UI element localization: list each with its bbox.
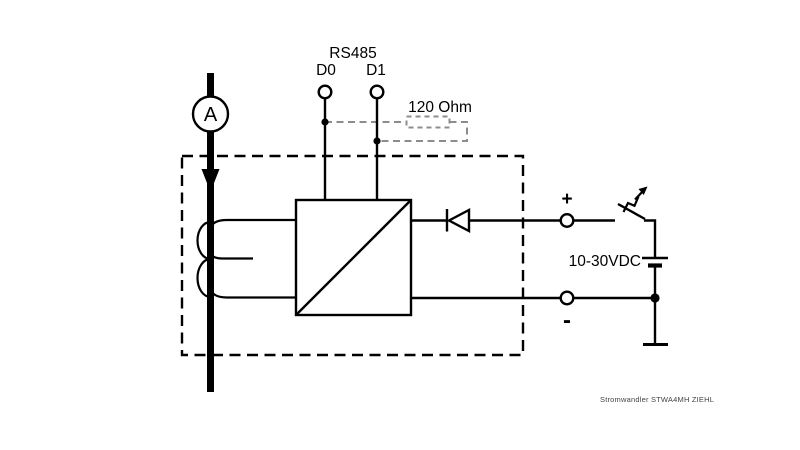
current-direction-arrow [201, 169, 220, 192]
termination-resistor-label: 120 Ohm [408, 99, 472, 116]
ct-coil-arc-lower [196, 257, 211, 299]
termination-resistor-body [405, 115, 451, 129]
d1-label: D1 [366, 62, 386, 79]
d0-label: D0 [316, 62, 336, 79]
ct-coil-symbol [196, 218, 296, 299]
power-switch-symbol [617, 186, 657, 258]
diode-triangle [446, 208, 471, 233]
termination-wire-d1 [377, 121, 468, 142]
ct-coil-lead-top [209, 218, 296, 230]
converter-diagonal [295, 199, 412, 316]
d1-junction-dot [373, 137, 381, 145]
ct-coil-lead-bottom [209, 287, 296, 299]
device-boundary-box [180, 154, 525, 357]
minus-label: - [563, 307, 571, 334]
ammeter-label: A [204, 104, 218, 126]
switch-actuator-zigzag [622, 196, 640, 213]
d0-terminal [317, 84, 333, 100]
d1-terminal [369, 84, 385, 100]
ct-coil-arc-upper [196, 220, 211, 261]
d0-junction-dot [321, 118, 329, 126]
switch-blade [617, 202, 646, 221]
plus-label: + [561, 189, 572, 210]
termination-resistor-network [325, 115, 468, 142]
battery-symbol [642, 256, 668, 343]
switch-actuator-arrow-head [638, 186, 648, 195]
supply-voltage-label: 10-30VDC [569, 253, 641, 270]
battery-junction-dot [650, 293, 660, 303]
minus-terminal [559, 290, 575, 306]
ct-coil-lead-middle [209, 252, 253, 260]
caption-label: Stromwandler STWA4MH ZIEHL [600, 395, 714, 404]
diode-symbol [445, 208, 471, 233]
ammeter-symbol [191, 95, 230, 133]
plus-terminal [559, 212, 575, 228]
switch-contact-corner [644, 219, 657, 258]
rs485-label: RS485 [329, 45, 376, 62]
